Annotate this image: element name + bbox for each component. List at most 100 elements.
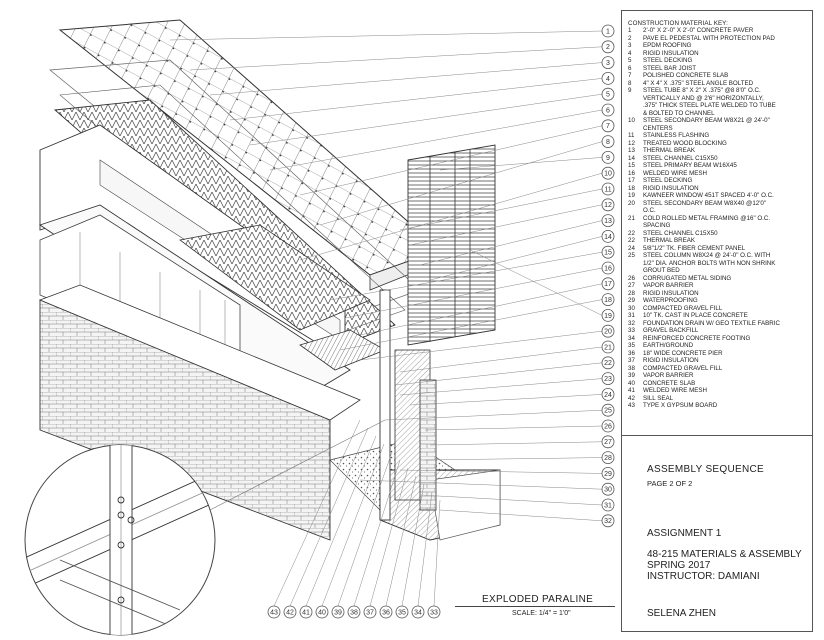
material-key-number — [628, 125, 643, 133]
material-key-description: RIGID INSULATION — [643, 357, 699, 364]
callout-bubble-label: 14 — [604, 234, 612, 241]
material-key-description: & BOLTED TO CHANNEL — [643, 109, 715, 117]
material-key-number: 5 — [628, 57, 632, 64]
material-key-description: WELDED WIRE MESH — [643, 387, 707, 394]
right-callout-column: 1234567891011121314151617181920212223242… — [601, 24, 615, 528]
material-key-number — [628, 222, 643, 230]
material-key-description: GROUT BED — [643, 267, 680, 274]
callout-bubble-label: 25 — [604, 408, 612, 415]
leader-line — [439, 509, 603, 522]
material-key-item: O.C. — [628, 207, 808, 215]
material-key-description: EPDM ROOFING — [643, 42, 692, 49]
callout-bubble: 7 — [601, 119, 615, 133]
callout-bubble: 26 — [601, 419, 615, 433]
leader-line — [433, 499, 441, 607]
course-info: 48-215 MATERIALS & ASSEMBLY SPRING 2017 … — [647, 549, 802, 582]
right-leader-lines — [169, 30, 603, 522]
callout-bubble: 23 — [601, 372, 615, 386]
floor-joist-layer — [179, 224, 371, 331]
material-key-description: PAVE EL PEDESTAL WITH PROTECTION PAD — [643, 34, 775, 42]
callout-bubble: 8 — [601, 135, 615, 149]
material-key-description: 1/2" DIA. ANCHOR BOLTS WITH NON SHRINK — [643, 259, 776, 267]
callout-bubble-label: 43 — [270, 609, 278, 616]
material-key-number: 29 — [628, 297, 635, 304]
material-key-number: 2 — [628, 34, 632, 42]
leader-line — [299, 172, 603, 261]
material-key-number: 18 — [628, 184, 635, 192]
material-key-item: 5 STEEL DECKING — [628, 57, 808, 65]
callout-bubble: 27 — [601, 435, 615, 449]
callout-bubble-label: 17 — [604, 281, 612, 288]
material-key-description: GRAVEL BACKFILL — [643, 327, 699, 334]
material-key-item: SPACING — [628, 222, 808, 230]
callout-bubble: 38 — [347, 605, 361, 619]
callout-bubble-label: 15 — [604, 250, 612, 257]
steel-column — [379, 289, 391, 521]
material-key-description: RIGID INSULATION — [643, 289, 699, 297]
material-key-description: 18" WIDE CONCRETE PIER — [643, 349, 723, 357]
material-key-number: 16 — [628, 169, 635, 177]
callout-bubble: 24 — [601, 387, 615, 401]
callout-bubble-label: 1 — [606, 28, 610, 35]
leader-line — [299, 125, 603, 196]
course-line: SPRING 2017 — [647, 560, 711, 571]
callout-bubble-label: 19 — [604, 313, 612, 320]
callout-bubble-label: 35 — [398, 609, 406, 616]
material-key-description: RIGID INSULATION — [643, 49, 699, 57]
leader-line — [409, 394, 603, 406]
material-key-number: 28 — [628, 289, 635, 297]
material-key-description: THERMAL BREAK — [643, 147, 696, 154]
leader-line — [353, 459, 401, 607]
callout-bubble-label: 22 — [604, 360, 612, 367]
callout-bubble-label: 8 — [606, 139, 610, 146]
material-key-number: 39 — [628, 372, 635, 379]
material-key-description: SILL SEAL — [643, 394, 674, 402]
callout-bubble: 25 — [601, 403, 615, 417]
callout-bubble: 40 — [315, 605, 329, 619]
callout-bubble-label: 28 — [604, 455, 612, 462]
material-key-description: STEEL SECONDARY BEAM W8X21 @ 24'-0" — [643, 117, 770, 124]
material-key-number: 35 — [628, 342, 635, 349]
material-key-number — [628, 207, 643, 215]
material-key-number: 4 — [628, 49, 632, 57]
material-key-number: 22 — [628, 237, 635, 244]
material-key-number: 38 — [628, 364, 635, 372]
material-key-item: 4 RIGID INSULATION — [628, 50, 808, 58]
callout-bubble-label: 12 — [604, 202, 612, 209]
leader-line — [439, 157, 603, 171]
material-key-description: THERMAL BREAK — [643, 237, 696, 244]
material-key-description: TREATED WOOD BLOCKING — [643, 139, 727, 147]
callout-bubble: 18 — [601, 293, 615, 307]
student-name: SELENA ZHEN — [647, 608, 716, 619]
callout-bubble: 33 — [427, 605, 441, 619]
callout-bubble-label: 5 — [606, 92, 610, 99]
material-key-description: STEEL DECKING — [643, 57, 693, 64]
material-key-item: & BOLTED TO CHANNEL — [628, 110, 808, 118]
leader-line — [384, 409, 603, 421]
material-key-number: 27 — [628, 282, 635, 289]
leader-line — [399, 188, 603, 231]
callout-bubble: 34 — [411, 605, 425, 619]
material-key-description: STEEL DECKING — [643, 177, 693, 184]
material-key-number: 9 — [628, 87, 632, 94]
callout-bubble-label: 27 — [604, 439, 612, 446]
material-key-description: 4" X 4" X .375" STEEL ANGLE BOLTED — [643, 79, 754, 87]
callout-bubble: 31 — [601, 498, 615, 512]
material-key-description: STEEL CHANNEL C15X50 — [643, 229, 718, 237]
leader-line — [329, 251, 603, 301]
